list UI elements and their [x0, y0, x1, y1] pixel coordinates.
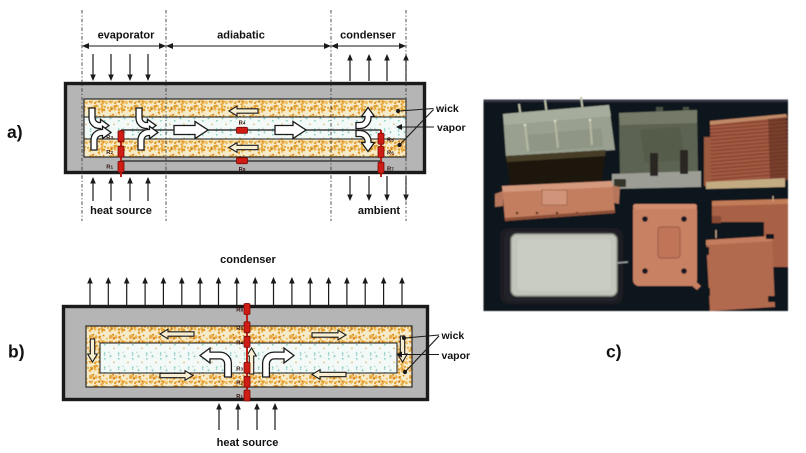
- svg-text:R2: R2: [236, 380, 243, 386]
- svg-text:R8: R8: [236, 308, 243, 314]
- svg-text:heat source: heat source: [217, 437, 279, 448]
- svg-text:c): c): [606, 342, 622, 362]
- svg-text:ambient: ambient: [358, 205, 401, 217]
- svg-text:R7: R7: [387, 167, 394, 173]
- svg-text:condenser: condenser: [220, 254, 276, 266]
- svg-text:a): a): [7, 122, 23, 142]
- svg-text:adiabatic: adiabatic: [217, 30, 265, 42]
- svg-text:R3: R3: [236, 366, 243, 372]
- svg-text:R5: R5: [236, 326, 243, 332]
- svg-text:R1: R1: [106, 165, 113, 171]
- svg-text:R3: R3: [106, 135, 113, 141]
- svg-text:R6: R6: [387, 151, 394, 157]
- svg-text:wick: wick: [435, 103, 459, 115]
- svg-text:heat source: heat source: [90, 205, 152, 217]
- svg-text:R4: R4: [239, 121, 246, 127]
- svg-text:R2: R2: [106, 150, 113, 156]
- svg-text:vapor: vapor: [437, 122, 466, 134]
- svg-text:R8: R8: [239, 167, 246, 173]
- svg-text:R5: R5: [387, 138, 394, 144]
- svg-text:condenser: condenser: [340, 30, 396, 42]
- svg-text:evaporator: evaporator: [98, 30, 156, 42]
- svg-text:wick: wick: [441, 330, 465, 342]
- svg-text:b): b): [8, 342, 25, 362]
- svg-text:R4: R4: [236, 340, 243, 346]
- svg-text:vapor: vapor: [442, 350, 471, 362]
- svg-text:R1: R1: [236, 394, 243, 400]
